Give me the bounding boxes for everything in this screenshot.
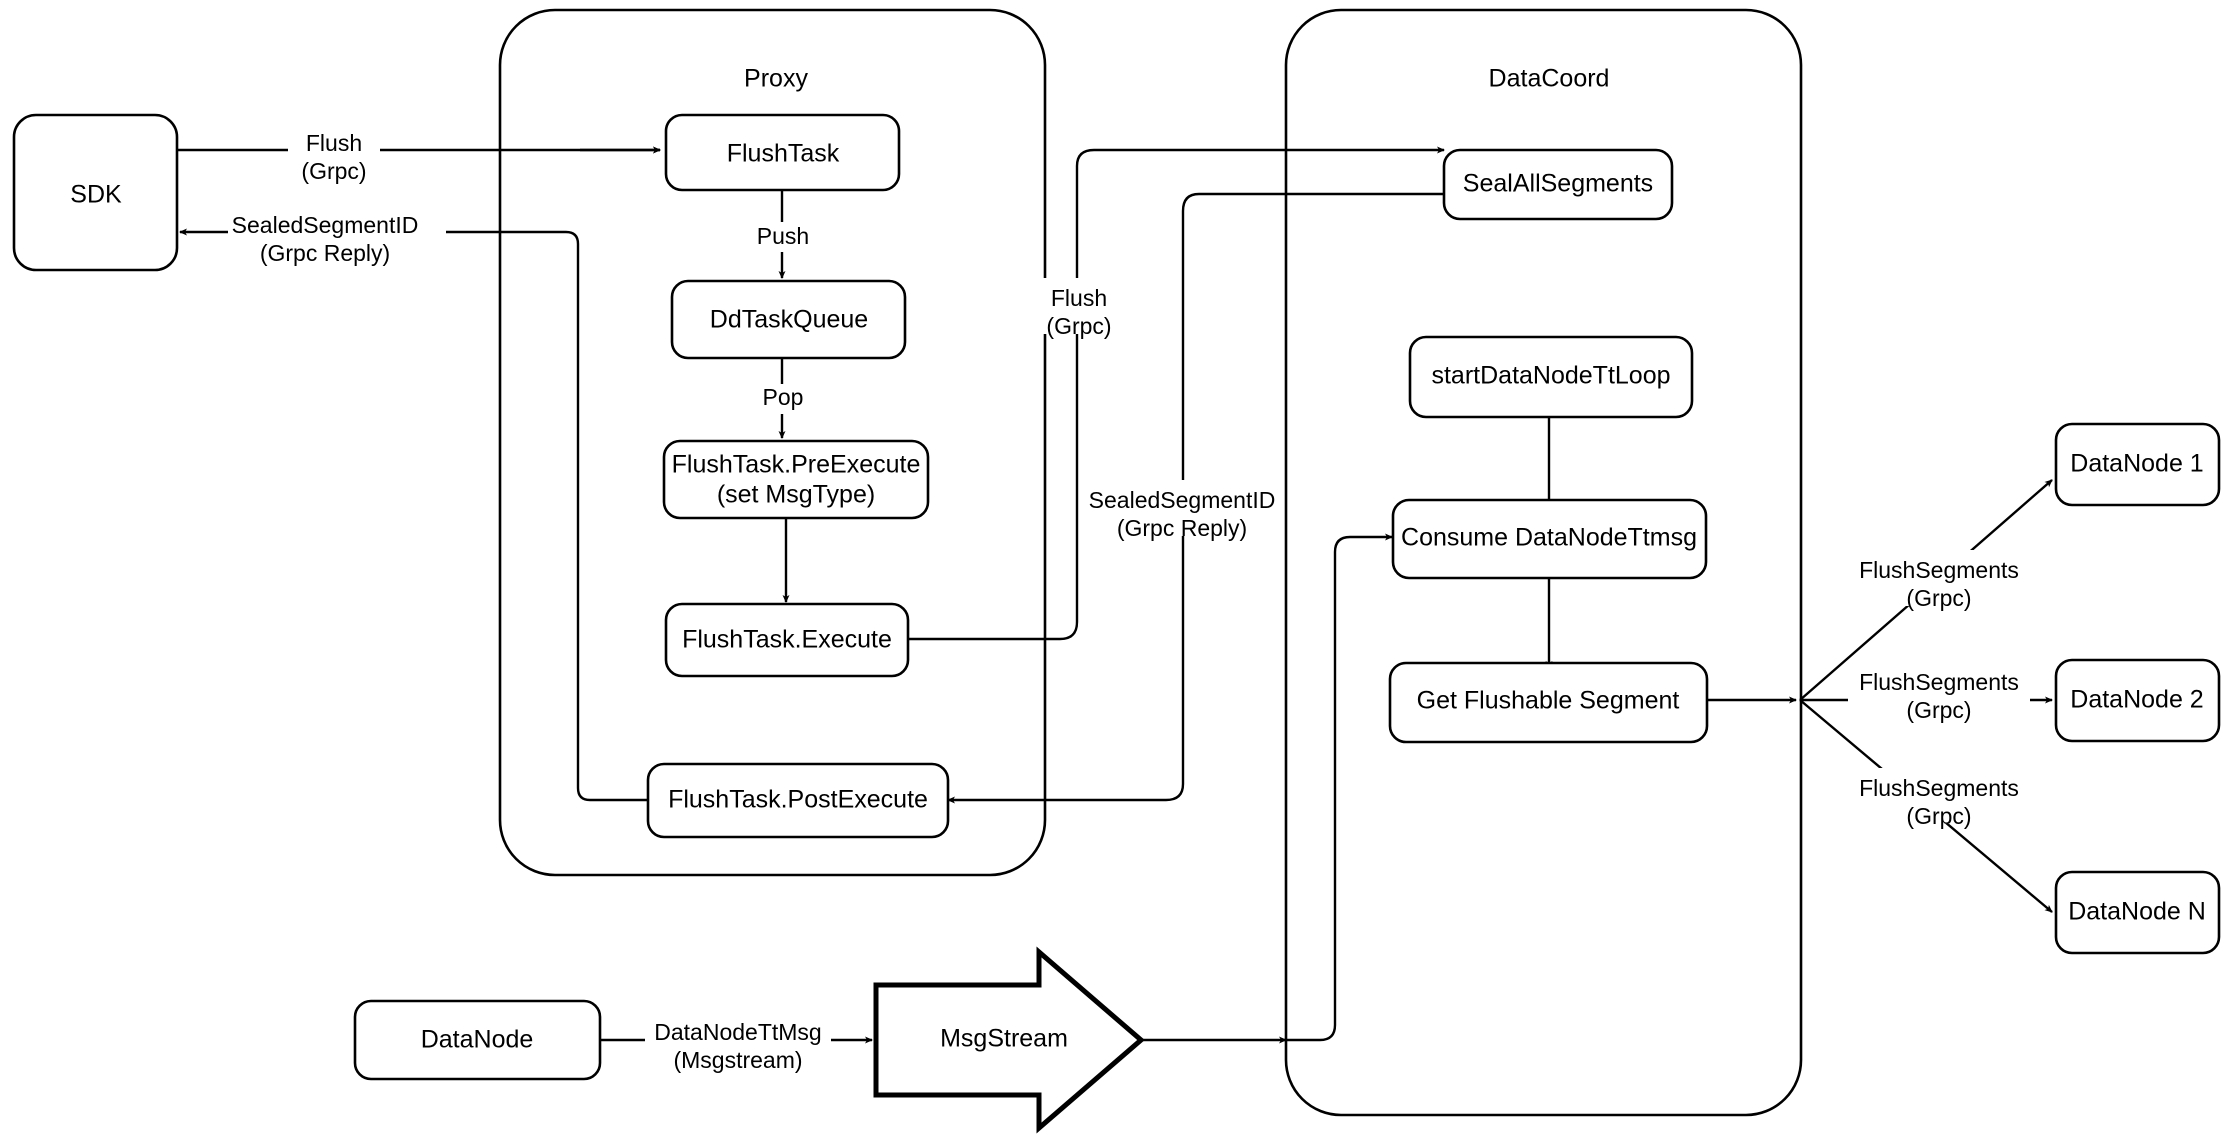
edge-label-proxy-to-coord: Flush (Grpc) <box>1032 278 1124 339</box>
datanode-n-rect[interactable] <box>2054 870 2221 955</box>
edge-label-flushsegments-1-line1: FlushSegments <box>1859 557 2019 583</box>
flush-post-execute-rect[interactable] <box>646 762 950 839</box>
flush-pre-execute-rect[interactable] <box>662 439 930 520</box>
datanode-source-rect[interactable] <box>353 999 602 1081</box>
start-datanode-tt-loop-rect[interactable] <box>1408 335 1694 419</box>
get-flushable-segment-label: Get Flushable Segment <box>1417 687 1680 715</box>
node-sdk[interactable]: SDK <box>12 113 179 272</box>
node-datanode-2[interactable]: DataNode 2 <box>2054 658 2221 743</box>
edge-label-coord-sealed-line1: SealedSegmentID <box>1089 487 1276 513</box>
edge-label-push: Push <box>748 222 818 252</box>
edge-label-flushsegments-1-line2: (Grpc) <box>1906 585 1971 611</box>
node-flush-pre-execute[interactable]: FlushTask.PreExecute (set MsgType) <box>662 439 930 520</box>
edge-label-datanodettmsg-line1: DataNodeTtMsg <box>654 1019 821 1045</box>
datanode-2-rect[interactable] <box>2054 658 2221 743</box>
edge-label-coord-flush-line2: (Grpc) <box>1046 313 1111 339</box>
node-consume-datanode-ttmsg[interactable]: Consume DataNodeTtmsg <box>1391 498 1708 580</box>
edge-label-coord-to-proxy: SealedSegmentID (Grpc Reply) <box>1082 480 1282 541</box>
sdk-rect[interactable] <box>12 113 179 272</box>
edge-label-flushsegments-2-line2: (Grpc) <box>1906 697 1971 723</box>
node-get-flushable-segment[interactable]: Get Flushable Segment <box>1388 661 1709 744</box>
edge-label-flushsegments-n-line1: FlushSegments <box>1859 775 2019 801</box>
edge-label-datanodettmsg-line2: (Msgstream) <box>673 1047 802 1073</box>
edge-label-sdk-to-proxy: Flush (Grpc) <box>288 124 380 184</box>
edge-label-sealedsegmentid-line2: (Grpc Reply) <box>260 240 390 266</box>
edge-label-flush-segments-1: FlushSegments (Grpc) <box>1848 550 2030 611</box>
seal-all-segments-label: SealAllSegments <box>1463 170 1653 198</box>
flush-task-rect[interactable] <box>664 113 901 192</box>
node-msgstream[interactable]: MsgStream <box>873 946 1145 1134</box>
container-datacoord: DataCoord <box>1284 8 1803 1117</box>
edge-label-flush-grpc-line2: (Grpc) <box>301 158 366 184</box>
datanode-source-label: DataNode <box>421 1026 534 1054</box>
edge-label-sealedsegmentid-line1: SealedSegmentID <box>232 212 419 238</box>
datacoord-container-rect <box>1284 8 1803 1117</box>
node-flush-execute[interactable]: FlushTask.Execute <box>664 602 910 678</box>
node-datanode-1[interactable]: DataNode 1 <box>2054 422 2221 507</box>
get-flushable-segment-rect[interactable] <box>1388 661 1709 744</box>
datanode-2-label: DataNode 2 <box>2070 686 2203 714</box>
container-proxy: Proxy <box>498 8 1047 877</box>
node-start-datanode-tt-loop[interactable]: startDataNodeTtLoop <box>1408 335 1694 419</box>
flush-pre-execute-label-line2: (set MsgType) <box>717 481 875 509</box>
node-flush-task[interactable]: FlushTask <box>664 113 901 192</box>
flush-execute-rect[interactable] <box>664 602 910 678</box>
consume-datanode-ttmsg-rect[interactable] <box>1391 498 1708 580</box>
proxy-container-label: Proxy <box>744 65 808 93</box>
node-datanode-source[interactable]: DataNode <box>353 999 602 1081</box>
dd-task-queue-rect[interactable] <box>670 279 907 360</box>
msgstream-arrow-shape[interactable] <box>873 946 1145 1134</box>
edge-label-pop: Pop <box>752 384 814 414</box>
edge-datacoord-boundary-to-consume <box>1286 533 1393 1042</box>
consume-datanode-ttmsg-label: Consume DataNodeTtmsg <box>1401 524 1697 552</box>
edge-execute-to-sealallsegments <box>908 146 1445 641</box>
node-flush-post-execute[interactable]: FlushTask.PostExecute <box>646 762 950 839</box>
flush-pre-execute-label-line1: FlushTask.PreExecute <box>672 451 921 479</box>
node-dd-task-queue[interactable]: DdTaskQueue <box>670 279 907 360</box>
datanode-1-rect[interactable] <box>2054 422 2221 507</box>
flush-execute-label: FlushTask.Execute <box>682 626 892 654</box>
sdk-label: SDK <box>70 181 122 209</box>
edge-label-push-text: Push <box>757 223 809 249</box>
edge-label-flushsegments-n-line2: (Grpc) <box>1906 803 1971 829</box>
proxy-container-rect <box>498 8 1047 877</box>
datanode-1-label: DataNode 1 <box>2070 450 2203 478</box>
flush-task-label: FlushTask <box>727 140 840 168</box>
datacoord-container-label: DataCoord <box>1489 65 1610 93</box>
start-datanode-tt-loop-label: startDataNodeTtLoop <box>1431 362 1670 390</box>
msgstream-label: MsgStream <box>940 1025 1068 1053</box>
edge-label-coord-sealed-line2: (Grpc Reply) <box>1117 515 1247 541</box>
edge-label-datanode-ttmsg: DataNodeTtMsg (Msgstream) <box>645 1012 831 1073</box>
edge-label-flush-segments-2: FlushSegments (Grpc) <box>1848 662 2030 723</box>
edge-label-coord-flush-line1: Flush <box>1051 285 1107 311</box>
edge-label-flush-segments-n: FlushSegments (Grpc) <box>1848 768 2030 829</box>
seal-all-segments-rect[interactable] <box>1442 148 1674 221</box>
flush-post-execute-label: FlushTask.PostExecute <box>668 786 928 814</box>
edge-label-pop-text: Pop <box>763 384 804 410</box>
dd-task-queue-label: DdTaskQueue <box>710 306 868 334</box>
edge-postexecute-to-sdk-reply <box>500 230 648 802</box>
edge-label-flush-grpc-line1: Flush <box>306 130 362 156</box>
node-datanode-n[interactable]: DataNode N <box>2054 870 2221 955</box>
edge-label-proxy-to-sdk: SealedSegmentID (Grpc Reply) <box>228 206 446 266</box>
node-seal-all-segments[interactable]: SealAllSegments <box>1442 148 1674 221</box>
edge-label-flushsegments-2-line1: FlushSegments <box>1859 669 2019 695</box>
datanode-n-label: DataNode N <box>2068 898 2206 926</box>
